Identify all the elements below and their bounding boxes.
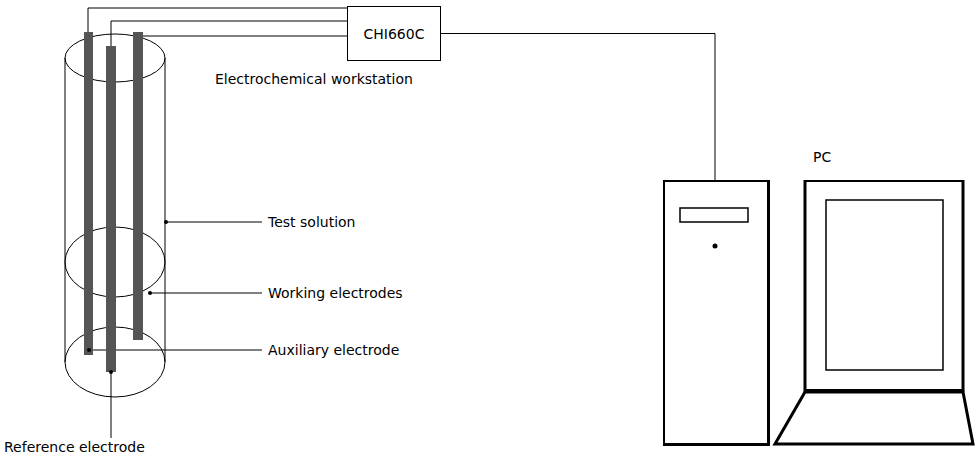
leader-line: [111, 372, 112, 438]
drive-slot: [680, 208, 748, 222]
part-label: Reference electrode: [2, 438, 147, 456]
tower: [664, 181, 769, 445]
monitor: [805, 181, 963, 391]
computer-drawing: [663, 180, 975, 446]
part-label: Test solution: [266, 213, 357, 231]
part-label: Working electrodes: [266, 284, 405, 302]
working-electrode: [84, 32, 93, 355]
cable: [441, 34, 715, 181]
leader-line: [150, 293, 262, 294]
workstation-box: CHI660C: [347, 6, 441, 61]
caption-label: Electrochemical workstation: [213, 70, 415, 88]
screen: [826, 200, 943, 370]
computer-label: PC: [813, 148, 831, 166]
leader-line: [166, 222, 262, 223]
computer: PC: [663, 180, 975, 446]
part-label: Auxiliary electrode: [266, 341, 401, 359]
box-title: CHI660C: [364, 25, 425, 43]
reference-electrode: [106, 46, 116, 372]
cell-wall: [65, 58, 66, 362]
wire: [138, 32, 347, 36]
monitor-base: [775, 392, 973, 444]
cell-wall: [165, 58, 166, 362]
leader-dot: [148, 291, 152, 295]
wire: [111, 21, 347, 46]
auxiliary-electrode: [133, 32, 143, 340]
power-dot: [713, 244, 718, 249]
leader-dot: [87, 348, 91, 352]
wire: [88, 8, 347, 32]
leader-dot: [109, 370, 113, 374]
leader-dot: [164, 220, 168, 224]
